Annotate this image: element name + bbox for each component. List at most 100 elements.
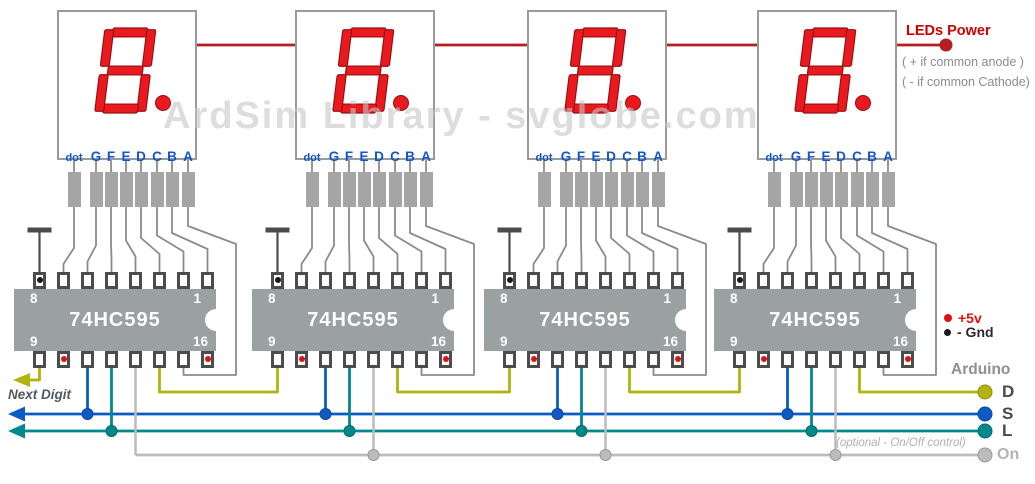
display-pin-connector <box>789 172 803 207</box>
chip-pin <box>105 272 118 289</box>
chip-pin <box>129 351 142 368</box>
display-pin-label: F <box>344 149 354 164</box>
display-pin-label: F <box>106 149 116 164</box>
chip-pin <box>757 351 770 368</box>
chip-pin <box>733 351 746 368</box>
chip-label: 74HC595 <box>307 308 399 331</box>
decimal-point <box>855 95 871 111</box>
display-pin-connector <box>388 172 402 207</box>
display-pin-label: D <box>836 149 846 164</box>
chip-pin <box>853 351 866 368</box>
chip-pin <box>295 272 308 289</box>
display-pin-connector <box>635 172 649 207</box>
chip-notch <box>205 309 227 331</box>
chip-pin <box>503 272 516 289</box>
chip-pin <box>177 351 190 368</box>
chip-pin-number: 16 <box>662 333 678 349</box>
chip-pin <box>805 351 818 368</box>
chip-pin <box>671 272 684 289</box>
chip-pin-number: 8 <box>268 291 276 306</box>
chip-pin <box>271 351 284 368</box>
optional-control-note: (optional - On/Off control) <box>836 437 966 449</box>
display-pin-connector <box>165 172 179 207</box>
gnd-text: - Gnd <box>957 324 994 340</box>
chip-pin <box>105 351 118 368</box>
chip-pin <box>81 272 94 289</box>
display-pin-label: E <box>121 149 131 164</box>
gnd-legend: - Gnd <box>944 324 994 340</box>
display-pin-connector <box>604 172 618 207</box>
power-dot-icon <box>442 356 449 362</box>
chip-pin-number: 9 <box>730 333 738 349</box>
display-pin-label: D <box>136 149 146 164</box>
chip-pin <box>415 351 428 368</box>
display-pin-connector <box>574 172 588 207</box>
plus5v-legend: +5v <box>944 310 982 326</box>
display-pin-connector <box>403 172 417 207</box>
next-digit-label: Next Digit <box>8 387 72 402</box>
chip-pin <box>439 351 452 368</box>
chip-label: 74HC595 <box>69 308 161 331</box>
display-pin-label: B <box>637 149 647 164</box>
chip-pin-number: 9 <box>500 333 508 349</box>
display-pin-connector <box>119 172 133 207</box>
display-pin-connector <box>767 172 781 207</box>
display-pin-connector <box>327 172 341 207</box>
chip-pin <box>781 272 794 289</box>
display-pin-label: dot <box>303 152 321 164</box>
chip-pin-number: 16 <box>892 333 908 349</box>
power-dot-icon <box>60 356 67 362</box>
display-pin-label: C <box>390 149 400 164</box>
arduino-label: Arduino <box>951 361 1011 378</box>
chip-pin-number: 1 <box>431 291 439 306</box>
chip-pin <box>367 272 380 289</box>
chip-pin <box>551 272 564 289</box>
display-pin-label: G <box>90 149 102 164</box>
seven-segment-digit <box>94 27 171 114</box>
display-pin-label: C <box>152 149 162 164</box>
power-dot-icon <box>530 356 537 362</box>
display-pin-connector <box>305 172 319 207</box>
chip-pin <box>153 272 166 289</box>
power-dot-icon <box>674 356 681 362</box>
display-pin-label: A <box>421 149 431 164</box>
display-pin-connector <box>865 172 879 207</box>
display-pin-connector <box>819 172 833 207</box>
chip-pin <box>153 351 166 368</box>
power-dot-icon <box>204 356 211 362</box>
display-pin-label: B <box>167 149 177 164</box>
chip-pin <box>177 272 190 289</box>
display-pin-label: C <box>622 149 632 164</box>
display-pin-label: dot <box>765 152 783 164</box>
display-pin-label: F <box>806 149 816 164</box>
chip-notch <box>905 309 927 331</box>
chip-pin <box>343 272 356 289</box>
chip-pin <box>527 351 540 368</box>
seven-segment-digit <box>564 27 641 114</box>
chip-pin <box>877 272 890 289</box>
chip-pin <box>81 351 94 368</box>
common-anode-note: ( + if common anode ) <box>902 55 1024 69</box>
chip-pin-number: 1 <box>893 291 901 306</box>
chip-pin <box>647 272 660 289</box>
chip-pin <box>391 272 404 289</box>
chip-pin <box>805 272 818 289</box>
display-pin-label: B <box>867 149 877 164</box>
chip-pin <box>901 351 914 368</box>
watermark: ArdSim Library - svglobe.com <box>163 95 760 137</box>
display-pin-connector <box>89 172 103 207</box>
display-pin-connector <box>850 172 864 207</box>
chip-pin <box>829 351 842 368</box>
chip-pin <box>901 272 914 289</box>
chip-pin-number: 8 <box>500 291 508 306</box>
display-pin-label: G <box>328 149 340 164</box>
chip-pin <box>623 272 636 289</box>
display-pin-label: A <box>653 149 663 164</box>
power-dot-icon <box>904 356 911 362</box>
